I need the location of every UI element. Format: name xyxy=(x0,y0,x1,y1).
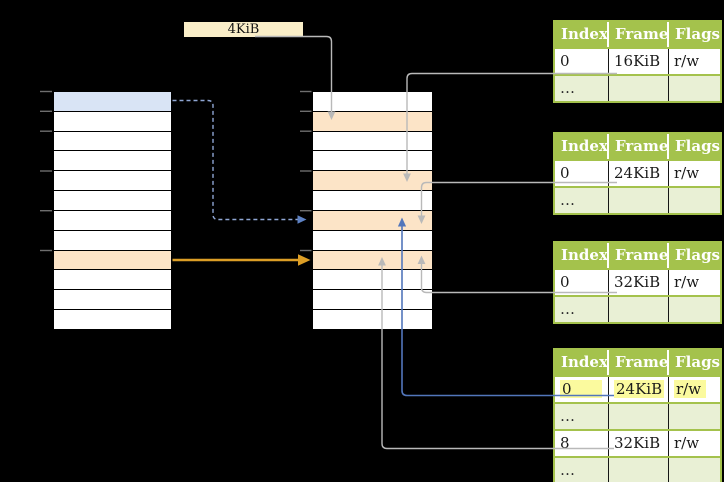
table-cell: 0 xyxy=(555,161,609,186)
column-header: Frame xyxy=(609,22,669,47)
table-cell: … xyxy=(555,458,609,482)
highlighted-value: 24KiB xyxy=(614,380,665,398)
arrow-right-icon xyxy=(298,254,311,266)
memory-row xyxy=(54,310,171,329)
frame-row-peach xyxy=(313,111,432,132)
table-cell xyxy=(609,188,669,213)
frame-row xyxy=(313,131,432,152)
size-label-4kib: 4KiB xyxy=(184,22,303,37)
table-cell: r/w xyxy=(674,434,700,452)
virtual-memory-table xyxy=(53,91,172,330)
table-cell: r/w xyxy=(674,273,700,291)
table-cell xyxy=(609,458,669,482)
table-cell: … xyxy=(555,188,609,213)
table-row: 0 24KiB r/w xyxy=(555,375,720,402)
table-cell: 0 xyxy=(555,49,609,74)
memory-row xyxy=(54,171,171,192)
table-row: … xyxy=(555,456,720,482)
column-header: Flags xyxy=(675,137,720,155)
memory-row xyxy=(54,131,171,152)
highlighted-value: 0 xyxy=(560,380,602,398)
frame-row xyxy=(313,230,432,251)
table-cell: r/w xyxy=(669,377,720,402)
table-cell xyxy=(669,404,720,429)
table-cell: 24KiB xyxy=(609,377,669,402)
memory-row-peach xyxy=(54,250,171,271)
memory-row xyxy=(54,191,171,211)
memory-row xyxy=(54,230,171,251)
table-row: … xyxy=(555,402,720,429)
arrow-right-icon xyxy=(297,215,307,224)
column-header: Flags xyxy=(675,353,720,371)
column-header: Frame xyxy=(609,350,669,375)
table-cell: r/w xyxy=(674,52,700,70)
table-cell: 8 xyxy=(555,431,609,456)
frame-row-peach xyxy=(313,171,432,192)
table-cell: 0 xyxy=(555,377,609,402)
memory-row-blue xyxy=(54,92,171,112)
table-cell: 32KiB xyxy=(609,431,669,456)
table-cell xyxy=(669,188,720,213)
middle-axis-ticks xyxy=(300,90,312,252)
memory-row xyxy=(54,270,171,291)
frame-row xyxy=(313,290,432,311)
left-axis-ticks xyxy=(40,90,52,252)
table-cell xyxy=(669,76,720,101)
frame-row xyxy=(313,270,432,291)
frame-row xyxy=(313,310,432,329)
table-cell xyxy=(669,297,720,322)
column-header: Flags xyxy=(675,25,720,43)
frame-row xyxy=(313,151,432,172)
table-row: … xyxy=(555,186,720,213)
highlighted-value: r/w xyxy=(674,380,707,398)
table-cell: 32KiB xyxy=(609,270,669,295)
frame-row-peach xyxy=(313,210,432,231)
memory-row xyxy=(54,210,171,231)
table-cell xyxy=(609,297,669,322)
frame-row xyxy=(313,92,432,112)
column-header: Flags xyxy=(675,246,720,264)
column-header: Index xyxy=(555,22,609,47)
frame-row xyxy=(313,191,432,211)
column-header: Index xyxy=(555,134,609,159)
table-cell: 16KiB xyxy=(609,49,669,74)
memory-row xyxy=(54,111,171,132)
table-cell: 24KiB xyxy=(609,161,669,186)
frame-row-peach xyxy=(313,250,432,271)
table-row: … xyxy=(555,74,720,101)
column-header: Index xyxy=(555,350,609,375)
column-header: Frame xyxy=(609,134,669,159)
memory-row xyxy=(54,290,171,311)
table-cell xyxy=(609,404,669,429)
table-cell: … xyxy=(555,297,609,322)
column-header: Index xyxy=(555,243,609,268)
table-row: … xyxy=(555,295,720,322)
virtual-to-frame-dashed-connector xyxy=(172,99,298,221)
column-header: Frame xyxy=(609,243,669,268)
physical-memory-table xyxy=(312,91,433,330)
memory-row xyxy=(54,151,171,172)
table-cell xyxy=(669,458,720,482)
table-cell xyxy=(609,76,669,101)
table-cell: 0 xyxy=(555,270,609,295)
table-cell: … xyxy=(555,404,609,429)
table-cell: … xyxy=(555,76,609,101)
table-cell: r/w xyxy=(674,164,700,182)
